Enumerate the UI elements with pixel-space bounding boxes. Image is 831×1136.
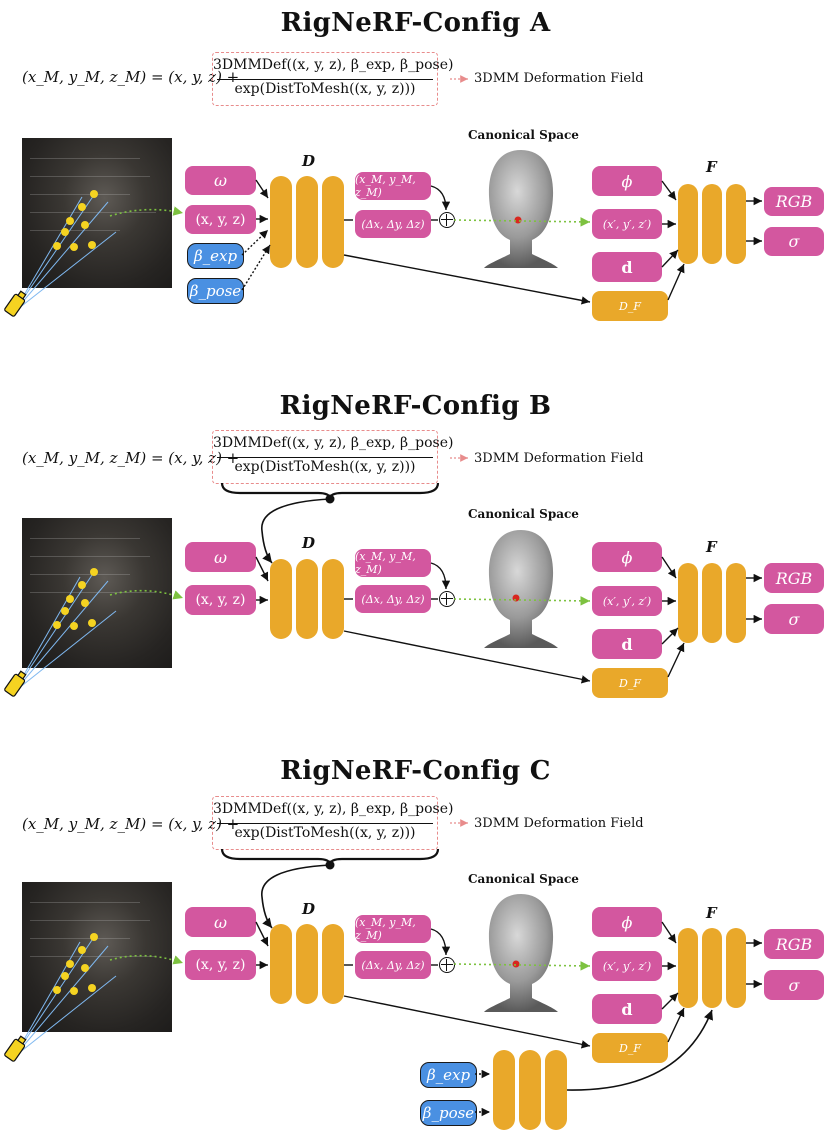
xprime-pill: (x′, y′, z′) [592, 586, 662, 616]
xyz-pill: (x, y, z) [185, 950, 256, 980]
equation-lhs: (x_M, y_M, z_M) = (x, y, z) + [22, 68, 240, 86]
network-d-layer [270, 559, 292, 639]
equation-numerator: 3DMMDef((x, y, z), β_exp, β_pose) [213, 801, 454, 817]
network-f-layer [678, 928, 698, 1008]
canonical-head-mesh [484, 150, 558, 268]
network-f-layer [702, 184, 722, 264]
delta-pill: (Δx, Δy, Δz) [355, 585, 431, 613]
network-f-layer [678, 184, 698, 264]
phi-pill: ϕ [592, 166, 662, 196]
network-d-layer [296, 559, 318, 639]
network-f-layer [726, 563, 746, 643]
beta-network-layer [545, 1050, 567, 1130]
canonical-space-label: Canonical Space [468, 128, 579, 142]
input-face-photo [22, 518, 172, 668]
network-d-layer [322, 559, 344, 639]
xm-pill: (x_M, y_M, z_M) [355, 549, 431, 577]
rgb-pill: RGB [764, 563, 824, 593]
fraction-bar [217, 457, 433, 458]
deformation-field-label: 3DMM Deformation Field [474, 816, 644, 831]
d-pill: d [592, 629, 662, 659]
equation-numerator: 3DMMDef((x, y, z), β_exp, β_pose) [213, 435, 454, 451]
network-d-label: D [302, 152, 316, 170]
xprime-pill: (x′, y′, z′) [592, 209, 662, 239]
xyz-pill: (x, y, z) [185, 205, 256, 234]
phi-pill: ϕ [592, 907, 662, 937]
delta-pill: (Δx, Δy, Δz) [355, 210, 431, 238]
equation-lhs: (x_M, y_M, z_M) = (x, y, z) + [22, 449, 240, 467]
network-f-label: F [706, 538, 717, 556]
camera-icon [4, 1035, 27, 1062]
circled-plus-icon [439, 957, 455, 973]
canonical-head-mesh [484, 894, 558, 1012]
network-d-layer [296, 924, 318, 1004]
canonical-space-label: Canonical Space [468, 507, 579, 521]
beta-exp-pill: β_exp [420, 1062, 477, 1088]
beta-network-layer [493, 1050, 515, 1130]
d-pill: d [592, 252, 662, 282]
network-f-label: F [706, 158, 717, 176]
input-face-photo [22, 138, 172, 288]
network-d-layer [270, 176, 292, 268]
equation-denominator: exp(DistToMesh((x, y, z))) [234, 825, 416, 841]
equation-denominator: exp(DistToMesh((x, y, z))) [234, 81, 416, 97]
xm-pill: (x_M, y_M, z_M) [355, 172, 431, 200]
xyz-pill: (x, y, z) [185, 585, 256, 615]
deformation-equation-box: 3DMMDef((x, y, z), β_exp, β_pose) exp(Di… [212, 796, 454, 850]
sigma-pill: σ [764, 227, 824, 256]
config-c-title: RigNeRF-Config C [280, 756, 551, 786]
beta-network-layer [519, 1050, 541, 1130]
input-face-photo [22, 882, 172, 1032]
equation-numerator: 3DMMDef((x, y, z), β_exp, β_pose) [213, 57, 454, 73]
sigma-pill: σ [764, 970, 824, 1000]
brace [220, 482, 440, 500]
xm-pill: (x_M, y_M, z_M) [355, 915, 431, 943]
rgb-pill: RGB [764, 929, 824, 959]
df-box: D_F [592, 668, 668, 698]
config-a-title: RigNeRF-Config A [280, 8, 551, 38]
camera-icon [4, 290, 27, 317]
network-d-layer [296, 176, 318, 268]
equation-lhs: (x_M, y_M, z_M) = (x, y, z) + [22, 815, 240, 833]
beta-exp-pill: β_exp [187, 243, 244, 269]
camera-icon [4, 670, 27, 697]
network-f-layer [678, 563, 698, 643]
circled-plus-icon [439, 591, 455, 607]
canonical-space-label: Canonical Space [468, 872, 579, 886]
fraction-bar [217, 79, 433, 80]
beta-pose-pill: β_pose [420, 1100, 477, 1126]
circled-plus-icon [439, 212, 455, 228]
deformation-equation-box: 3DMMDef((x, y, z), β_exp, β_pose) exp(Di… [212, 430, 454, 484]
delta-pill: (Δx, Δy, Δz) [355, 951, 431, 979]
phi-pill: ϕ [592, 542, 662, 572]
config-b-title: RigNeRF-Config B [279, 391, 552, 421]
network-d-layer [322, 924, 344, 1004]
network-f-label: F [706, 904, 717, 922]
network-f-layer [726, 928, 746, 1008]
network-d-layer [322, 176, 344, 268]
df-box: D_F [592, 1033, 668, 1063]
rgb-pill: RGB [764, 187, 824, 216]
sigma-pill: σ [764, 604, 824, 634]
omega-pill: ω [185, 907, 256, 937]
canonical-head-mesh [484, 530, 558, 648]
equation-denominator: exp(DistToMesh((x, y, z))) [234, 459, 416, 475]
network-d-label: D [302, 900, 316, 918]
deformation-field-label: 3DMM Deformation Field [474, 451, 644, 466]
omega-pill: ω [185, 166, 256, 195]
network-d-label: D [302, 534, 316, 552]
fraction-bar [217, 823, 433, 824]
deformation-field-label: 3DMM Deformation Field [474, 71, 644, 86]
network-d-layer [270, 924, 292, 1004]
beta-pose-pill: β_pose [187, 278, 244, 304]
xprime-pill: (x′, y′, z′) [592, 951, 662, 981]
deformation-equation-box: 3DMMDef((x, y, z), β_exp, β_pose) exp(Di… [212, 52, 454, 106]
network-f-layer [702, 563, 722, 643]
network-f-layer [726, 184, 746, 264]
omega-pill: ω [185, 542, 256, 572]
network-f-layer [702, 928, 722, 1008]
d-pill: d [592, 994, 662, 1024]
df-box: D_F [592, 291, 668, 321]
